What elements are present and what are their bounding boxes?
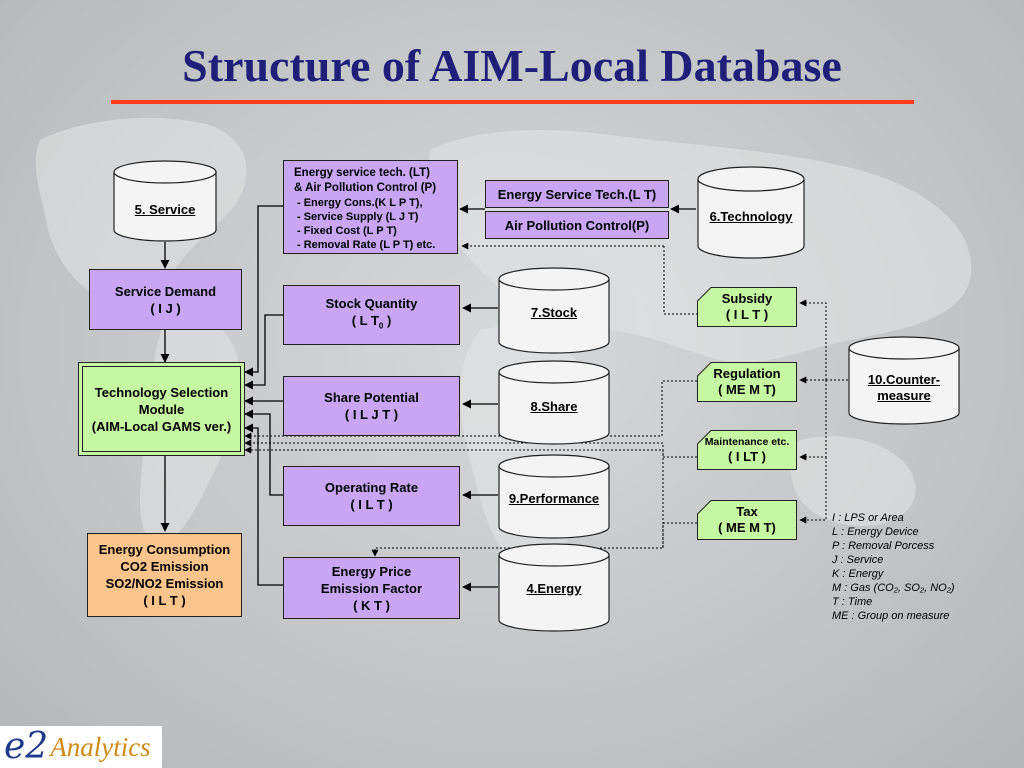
e2-analytics-logo: e2 Analytics <box>0 726 162 768</box>
database-energy: 4.Energy <box>498 543 610 633</box>
index-legend: I : LPS or Area L : Energy Device P : Re… <box>832 511 955 623</box>
cylinder-icon <box>498 543 610 632</box>
legend-item: K : Energy <box>832 568 884 580</box>
cylinder-icon <box>498 267 610 354</box>
database-technology: 6.Technology <box>697 166 805 260</box>
database-label: 10.Counter- measure <box>867 372 941 403</box>
database-label: 5. Service <box>134 202 196 217</box>
legend-item: L : Energy Device <box>832 526 919 538</box>
energy-consumption-box: Energy Consumption CO2 Emission SO2/NO2 … <box>87 533 242 617</box>
database-label: 8.Share <box>530 399 578 414</box>
operating-rate-box: Operating Rate ( I L T ) <box>283 466 460 526</box>
database-service: 5. Service <box>113 160 217 242</box>
legend-item: M : Gas (CO₂, SO₂, NO₂) <box>832 582 955 594</box>
cylinder-icon <box>697 166 805 259</box>
database-label: 9.Performance <box>508 491 600 506</box>
database-label: 6.Technology <box>709 209 793 224</box>
database-share: 8.Share <box>498 360 610 446</box>
maintenance-measure: Maintenance etc. ( I LT ) <box>697 430 797 470</box>
tax-measure: Tax ( ME M T) <box>697 500 797 540</box>
database-label: 7.Stock <box>530 305 578 320</box>
database-performance: 9.Performance <box>498 454 610 540</box>
technology-selection-module: Technology Selection Module (AIM-Local G… <box>82 366 241 452</box>
stock-quantity-box: Stock Quantity ( L T0 ) <box>283 285 460 345</box>
page-title: Structure of AIM-Local Database <box>182 40 842 91</box>
database-countermeasure: 10.Counter- measure <box>848 336 960 426</box>
legend-item: P : Removal Porcess <box>832 540 935 552</box>
air-pollution-control-box: Air Pollution Control(P) <box>485 211 669 239</box>
database-label: 4.Energy <box>526 581 582 596</box>
cylinder-icon <box>498 454 610 539</box>
regulation-flag-outline <box>697 362 797 402</box>
cylinder-icon <box>498 360 610 445</box>
cylinder-icon <box>848 336 960 425</box>
legend-item: ME : Group on measure <box>832 610 950 622</box>
energy-price-box: Energy Price Emission Factor ( K T ) <box>283 557 460 619</box>
maintenance-flag-outline <box>697 430 797 470</box>
logo-mark: e2 <box>4 726 49 767</box>
cylinder-icon <box>113 160 217 242</box>
energy-service-tech-detail-box: Energy service tech. (LT) & Air Pollutio… <box>283 160 458 254</box>
regulation-measure: Regulation ( ME M T) <box>697 362 797 402</box>
title-underline <box>111 100 914 104</box>
tax-flag-outline <box>697 500 797 540</box>
energy-service-tech-box: Energy Service Tech.(L T) <box>485 180 669 208</box>
share-potential-box: Share Potential ( I L J T ) <box>283 376 460 436</box>
logo-text: Analytics <box>50 732 151 762</box>
legend-item: J : Service <box>832 554 884 566</box>
database-stock: 7.Stock <box>498 267 610 355</box>
legend-item: T : Time <box>832 596 873 608</box>
subsidy-flag-outline <box>697 287 797 327</box>
service-demand-box: Service Demand ( I J ) <box>89 269 242 330</box>
legend-item: I : LPS or Area <box>832 512 904 524</box>
